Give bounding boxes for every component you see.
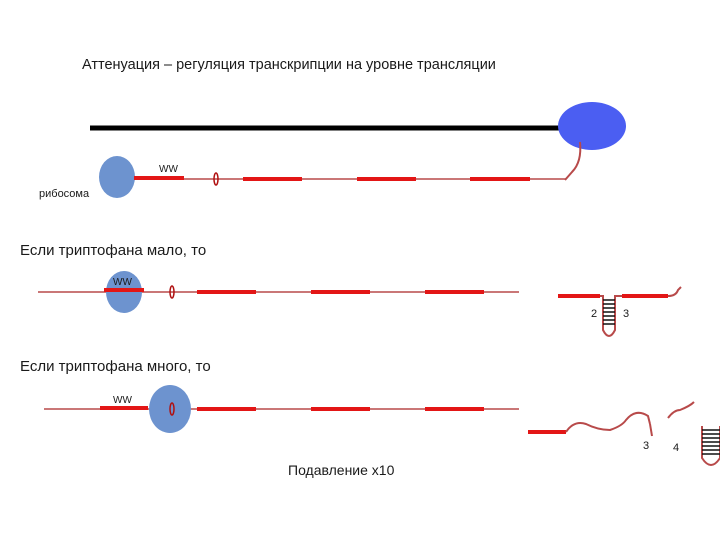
nascent-mrna-tail [564,141,582,181]
stop-codon-mid [169,285,175,299]
slide-title: Аттенуация – регуляция транскрипции на у… [82,57,496,73]
ww-label-bottom: WW [113,395,132,406]
mrna-tail-mid [667,286,682,297]
region-3-label-mid: 3 [623,308,630,320]
released-mrna-curve [565,411,651,433]
terminator-stem [702,429,720,455]
antiterminator-hairpin [600,295,622,337]
antiterminator-stem [603,299,615,325]
region-3-label-bottom: 3 [643,440,650,452]
stop-codon-top [213,172,219,186]
stop-codon-bottom [169,402,175,416]
ribosome-top [99,156,135,198]
section-high-tryptophan: Если триптофана много, то [20,358,211,375]
released-mrna-end [649,423,653,437]
region-4-curve [667,401,695,419]
ww-label-top: WW [159,164,178,175]
section-low-tryptophan: Если триптофана мало, то [20,242,207,259]
region-4-label-bottom: 4 [673,442,680,454]
ww-label-mid: WW [113,277,132,288]
region-2-label-mid: 2 [591,308,598,320]
rna-polymerase [558,102,626,150]
repression-label: Подавление х10 [288,462,395,478]
ribosome-label: рибосома [39,188,90,200]
